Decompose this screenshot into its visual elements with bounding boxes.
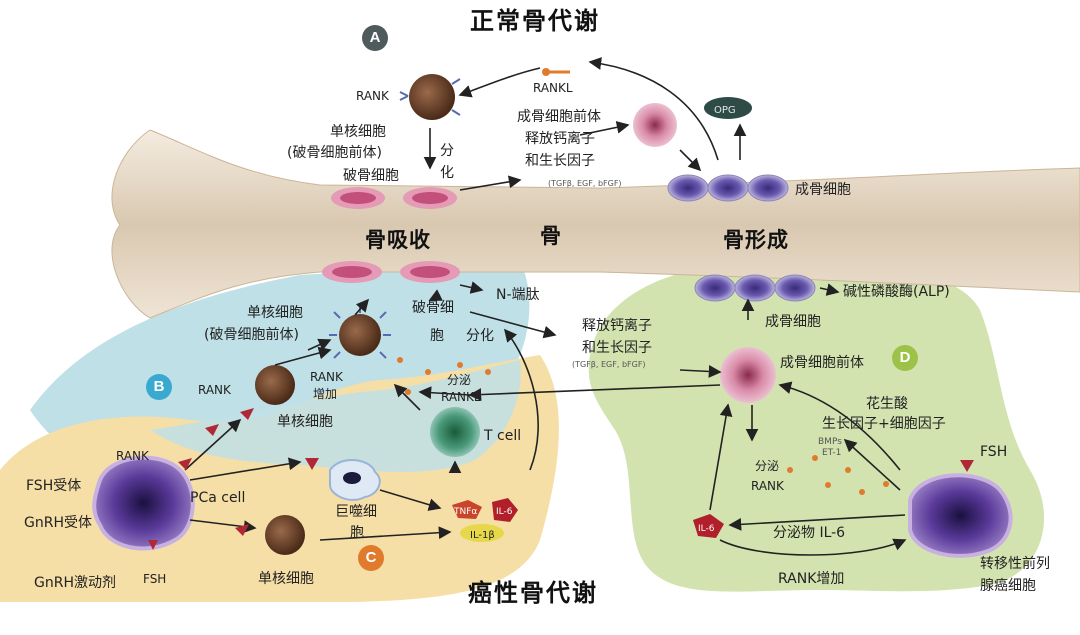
osteoclast-b2 xyxy=(400,261,460,283)
osteoclast-line2-b: 胞 xyxy=(430,328,444,344)
bmps-label: BMPs xyxy=(818,437,842,447)
il6-shape-d xyxy=(693,514,724,538)
secrete-label-d: 分泌 xyxy=(755,459,780,473)
release-line1-d: 释放钙离子 xyxy=(582,318,652,334)
macrophage-line2: 胞 xyxy=(350,525,364,541)
rankl-label-a: RANKL xyxy=(533,81,573,95)
monocyte-note-b: (破骨细胞前体) xyxy=(204,327,299,343)
normal-title: 正常骨代谢 xyxy=(470,7,600,35)
osteoblast-row-a xyxy=(667,174,789,202)
fsh-label-d: FSH xyxy=(980,444,1008,460)
monocyte-a xyxy=(409,74,455,120)
badge-a: A xyxy=(362,25,388,51)
monocyte-b-mid xyxy=(255,365,295,405)
il6-shape-c xyxy=(492,498,518,522)
gnrh-agonist-label: GnRH激动剂 xyxy=(34,575,116,591)
rankl-ligand-a xyxy=(542,68,570,76)
metastatic-cell xyxy=(908,473,1013,558)
macrophage-line1: 巨噬细 xyxy=(335,504,377,520)
preosteoblast-label-d: 成骨细胞前体 xyxy=(780,355,864,371)
osteoclast-a1 xyxy=(331,187,385,209)
arachidonic-label: 花生酸 xyxy=(866,396,908,412)
secretion-il6-label: 分泌物 IL-6 xyxy=(773,525,846,541)
monocyte-c xyxy=(265,515,305,555)
osteoblast-label-a: 成骨细胞 xyxy=(795,182,851,198)
il6-label-c: IL-6 xyxy=(496,507,513,517)
bone-label: 骨 xyxy=(540,224,562,248)
differentiation-label-a: 分 化 xyxy=(440,143,454,181)
t-cell xyxy=(430,407,480,457)
differentiation-label-b: 分化 xyxy=(466,328,494,344)
il1b-shape xyxy=(460,524,504,542)
metastatic-line1: 转移性前列 xyxy=(980,556,1050,572)
pca-cell-label: PCa cell xyxy=(190,490,246,506)
signal-triangles xyxy=(148,408,974,550)
rank-label-c: RANK xyxy=(116,449,149,463)
resorption-label: 骨吸收 xyxy=(365,228,431,252)
et1-label: ET-1 xyxy=(822,448,842,458)
tnfa-label: TNFα xyxy=(454,507,478,517)
osteoclast-line1-b: 破骨细 xyxy=(412,300,454,316)
growth-factors-d: (TGFβ, EGF, bFGF) xyxy=(572,360,646,369)
rankl-dots xyxy=(397,357,889,495)
rank-label-d: RANK xyxy=(751,479,784,493)
osteoclast-label-a: 破骨细胞 xyxy=(343,168,399,184)
badge-c: C xyxy=(358,545,384,571)
growth-cytokine-label: 生长因子+细胞因子 xyxy=(822,416,946,432)
alp-label: 碱性磷酸酶(ALP) xyxy=(843,284,950,300)
metastatic-line2: 腺癌细胞 xyxy=(980,578,1036,594)
gnrh-receptor-label: GnRH受体 xyxy=(24,515,92,531)
fsh-label-c: FSH xyxy=(143,572,167,586)
opg-molecule xyxy=(704,97,752,119)
rank-increase-line2: 增加 xyxy=(313,387,338,401)
rankl-label-b: RANKL xyxy=(441,390,481,404)
n-telopeptide-label: N-端肽 xyxy=(496,287,540,303)
monocyte-label-a: 单核细胞 xyxy=(330,124,386,140)
formation-label: 骨形成 xyxy=(723,228,789,252)
fsh-receptor-label: FSH受体 xyxy=(26,478,82,494)
il1b-label: IL-1β xyxy=(470,530,495,541)
opg-label: OPG xyxy=(714,105,736,116)
rank-label-a: RANK xyxy=(356,89,389,103)
rank-increase-label-d: RANK增加 xyxy=(778,571,845,587)
release-line2-a: 和生长因子 xyxy=(525,153,595,169)
release-line1-a: 释放钙离子 xyxy=(525,131,595,147)
osteoblast-row-d xyxy=(694,274,816,302)
release-line2-d: 和生长因子 xyxy=(582,340,652,356)
monocyte-label-b: 单核细胞 xyxy=(247,305,303,321)
badge-b: B xyxy=(146,374,172,400)
monocyte-b-top xyxy=(339,314,381,356)
rank-increase-line1: RANK xyxy=(310,370,343,384)
osteoblast-label-d: 成骨细胞 xyxy=(765,314,821,330)
tnfa-shape xyxy=(452,500,482,519)
preosteoblast-d xyxy=(720,347,776,403)
il6-label-d: IL-6 xyxy=(698,524,715,534)
preosteoblast-a xyxy=(633,103,677,147)
macrophage xyxy=(329,459,381,501)
monocyte-note-a: (破骨细胞前体) xyxy=(287,145,382,161)
secrete-label-b: 分泌 xyxy=(447,373,472,387)
pca-cell xyxy=(92,455,195,551)
osteoclast-b1 xyxy=(322,261,382,283)
growth-factors-a: (TGFβ, EGF, bFGF) xyxy=(548,179,622,188)
badge-d: D xyxy=(892,345,918,371)
monocyte2-label-b: 单核细胞 xyxy=(277,414,333,430)
rank-label-b: RANK xyxy=(198,383,231,397)
monocyte-label-c: 单核细胞 xyxy=(258,571,314,587)
t-cell-label: T cell xyxy=(484,428,522,444)
preosteoblast-label-a: 成骨细胞前体 xyxy=(517,109,601,125)
cancer-title: 癌性骨代谢 xyxy=(468,579,598,607)
osteoclast-a2 xyxy=(403,187,457,209)
